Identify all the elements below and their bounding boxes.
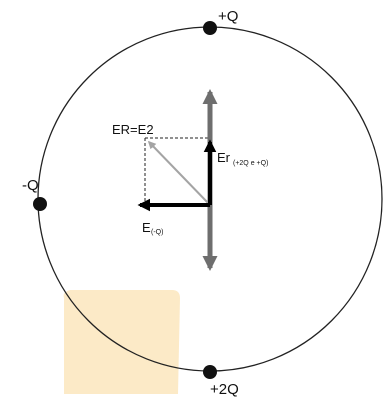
field-positive-sublabel: (+2Q e +Q) — [233, 160, 268, 167]
resultant-arrow — [147, 140, 211, 206]
field-negative-sublabel: (-Q) — [151, 229, 163, 236]
field-positive-label: Er — [217, 150, 231, 165]
resultant-label: ER=E2 — [112, 122, 154, 137]
charge-label-bottom: +2Q — [210, 381, 239, 398]
charge-label-left: -Q — [22, 177, 39, 194]
watermark-shape — [63, 290, 180, 394]
charge-label-top: +Q — [218, 8, 238, 25]
charge-bottom — [203, 365, 217, 379]
field-negative-label: E — [142, 220, 151, 235]
charge-left — [33, 197, 47, 211]
charge-top — [203, 21, 217, 35]
